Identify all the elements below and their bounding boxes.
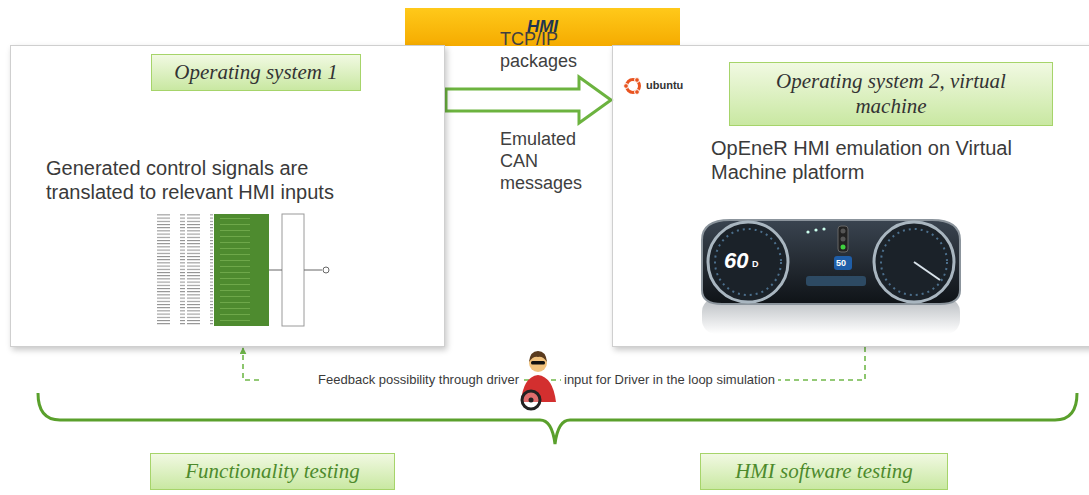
speed-limit-value: 50 xyxy=(836,258,846,268)
arrow-caption: TCP/IP packages xyxy=(500,28,596,72)
steering-wheel xyxy=(522,391,540,409)
light-lamp xyxy=(841,237,846,242)
signal-wire xyxy=(269,270,282,271)
power-gauge xyxy=(874,222,954,302)
center-display xyxy=(806,276,866,286)
dashboard-housing xyxy=(702,220,960,304)
panel-description: OpEneR HMI emulation on Virtual Machine … xyxy=(711,136,1016,184)
panel-description: Generated control signals are translated… xyxy=(46,156,386,204)
driver-hair xyxy=(529,351,547,362)
indicator-dot xyxy=(822,227,825,230)
node-text: Functionality testing xyxy=(185,459,360,484)
signal-list xyxy=(157,214,185,326)
model-block-illustration xyxy=(155,212,333,330)
node-text: HMI software testing xyxy=(735,459,913,484)
logo-dot xyxy=(635,78,640,83)
subsystem-block xyxy=(214,214,269,326)
gauge-scale xyxy=(715,229,781,295)
output-port xyxy=(323,267,329,273)
panel-heading: Operating system 2, virtual machine xyxy=(729,62,1053,126)
speed-readout: 60 xyxy=(724,249,748,273)
block-arrow xyxy=(446,77,611,123)
driver-glasses xyxy=(531,361,545,365)
arrow-caption: Emulated CAN messages xyxy=(500,128,596,194)
steering-hub xyxy=(529,398,534,403)
light-lamp xyxy=(841,245,846,250)
subsystem-ports xyxy=(214,214,269,326)
gear-indicator: D xyxy=(752,259,759,269)
feedback-note: Feedback possibility through driver xyxy=(262,372,522,388)
bus-block xyxy=(282,214,304,326)
test-label: Functionality testing xyxy=(150,453,395,490)
light-lamp xyxy=(841,229,846,234)
indicator-dot xyxy=(814,228,817,231)
logo-dot xyxy=(635,90,640,95)
indicator-dot xyxy=(806,230,809,233)
test-label: HMI software testing xyxy=(700,453,948,490)
signal-list xyxy=(187,214,213,326)
speed-gauge xyxy=(708,222,788,302)
system-panel: Generated control signals are translated… xyxy=(10,45,445,347)
traffic-light xyxy=(838,226,848,252)
node-text: Operating system 1 xyxy=(174,60,338,85)
node-text: Operating system 2, virtual machine xyxy=(775,69,1007,119)
model-ground xyxy=(155,212,333,330)
gauge-scale xyxy=(881,229,947,295)
logo-text: ubuntu xyxy=(646,79,683,92)
panel-heading: Operating system 1 xyxy=(151,54,361,91)
system-panel: OpEneR HMI emulation on Virtual Machine … xyxy=(612,45,1089,347)
ubuntu-logo xyxy=(624,78,640,95)
dashboard-illustration xyxy=(702,220,960,334)
signal-wire xyxy=(304,270,322,271)
gauge-needle xyxy=(914,262,940,280)
logo-dot xyxy=(624,84,629,89)
driver-icon xyxy=(521,351,556,409)
feedback-note: input for Driver in the loop simulation xyxy=(561,372,778,388)
grouping-bracket xyxy=(38,393,1077,444)
speed-limit-plate xyxy=(834,256,852,270)
